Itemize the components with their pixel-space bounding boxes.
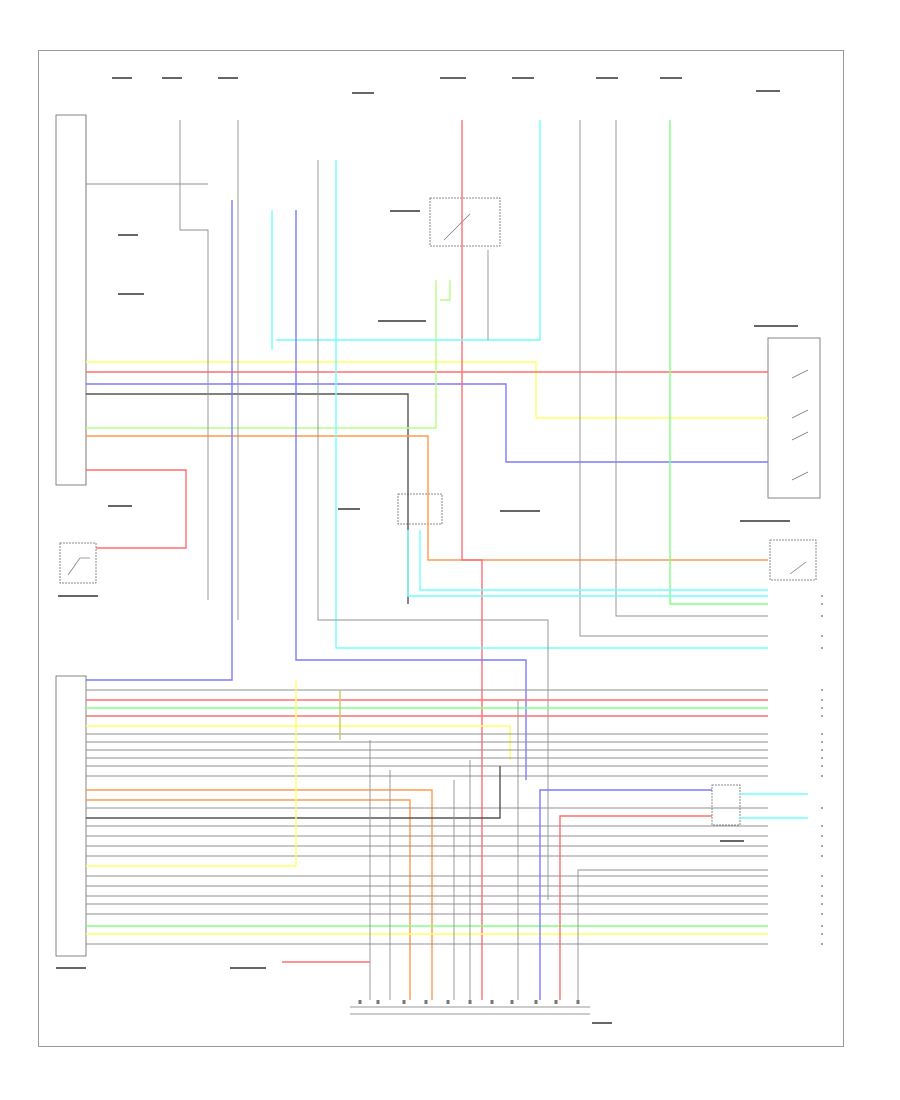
wire-6 <box>86 469 187 549</box>
terminal-dot-10 <box>821 741 823 743</box>
wire-50 <box>539 789 712 1000</box>
terminal-dot-18 <box>821 845 823 847</box>
center-connector <box>397 493 443 525</box>
wire-17 <box>179 120 209 600</box>
wire-0 <box>86 361 768 419</box>
wire-36 <box>86 766 501 819</box>
left-lower-module <box>55 675 87 957</box>
terminal-dot-14 <box>821 775 823 777</box>
wire-12 <box>615 120 768 617</box>
bottom-ground-bar <box>350 1006 590 1015</box>
terminal-dot-23 <box>821 903 823 905</box>
wire-layer <box>86 120 823 1004</box>
wire-21 <box>419 530 768 591</box>
terminal-dot-16 <box>821 825 823 827</box>
terminal-dot-0 <box>821 595 823 597</box>
wire-62 <box>440 280 451 301</box>
bottom-pin-10 <box>576 1000 580 1004</box>
left-upper-module <box>55 114 87 486</box>
wire-11 <box>579 120 768 637</box>
terminal-dot-15 <box>821 807 823 809</box>
terminal-dot-6 <box>821 699 823 701</box>
bottom-pin-6 <box>490 1000 494 1004</box>
terminal-dot-12 <box>821 757 823 759</box>
bottom-pin-9 <box>554 1000 558 1004</box>
wire-33 <box>86 789 433 1000</box>
terminal-dot-8 <box>821 715 823 717</box>
terminal-dot-20 <box>821 875 823 877</box>
terminal-dot-5 <box>821 689 823 691</box>
wire-4 <box>86 280 437 429</box>
bottom-pin-2 <box>402 1000 406 1004</box>
wire-26 <box>86 725 511 760</box>
bottom-pin-1 <box>376 1000 380 1004</box>
wire-15 <box>335 160 768 649</box>
bottom-pin-4 <box>446 1000 450 1004</box>
wire-7 <box>461 120 483 1000</box>
terminal-dot-19 <box>821 855 823 857</box>
wire-14 <box>295 210 527 780</box>
terminal-dot-3 <box>821 635 823 637</box>
wire-3 <box>86 393 409 604</box>
wire-2 <box>86 383 768 463</box>
wire-10 <box>669 120 768 605</box>
wire-13 <box>86 200 233 681</box>
terminal-dot-1 <box>821 603 823 605</box>
terminal-dot-11 <box>821 749 823 751</box>
terminal-dot-2 <box>821 615 823 617</box>
terminal-dot-7 <box>821 707 823 709</box>
bottom-pin-0 <box>358 1000 362 1004</box>
terminal-dot-21 <box>821 885 823 887</box>
terminal-dot-26 <box>821 933 823 935</box>
wire-57 <box>577 869 768 1000</box>
wire-34 <box>86 799 411 1000</box>
diagram-frame <box>38 50 844 1047</box>
relay-switch-left <box>59 542 97 584</box>
wire-16 <box>317 160 549 900</box>
terminal-dot-22 <box>821 895 823 897</box>
right-lower-switch <box>769 539 817 581</box>
right-switch-block <box>767 337 821 499</box>
center-relay <box>429 197 501 247</box>
terminal-dot-27 <box>821 943 823 945</box>
bottom-pin-3 <box>424 1000 428 1004</box>
bottom-pin-5 <box>468 1000 472 1004</box>
terminal-dot-9 <box>821 733 823 735</box>
terminal-dot-13 <box>821 765 823 767</box>
right-connector-small <box>711 784 741 826</box>
bottom-pin-8 <box>534 1000 538 1004</box>
label-glyphs <box>56 77 798 1024</box>
terminal-dot-24 <box>821 913 823 915</box>
wire-5 <box>86 435 768 561</box>
bottom-pin-7 <box>510 1000 514 1004</box>
wire-8 <box>276 120 541 341</box>
terminal-dot-4 <box>821 647 823 649</box>
terminal-dot-17 <box>821 835 823 837</box>
wire-41 <box>86 680 297 867</box>
terminal-dot-25 <box>821 925 823 927</box>
wire-51 <box>559 815 712 1000</box>
wire-20 <box>407 530 768 597</box>
